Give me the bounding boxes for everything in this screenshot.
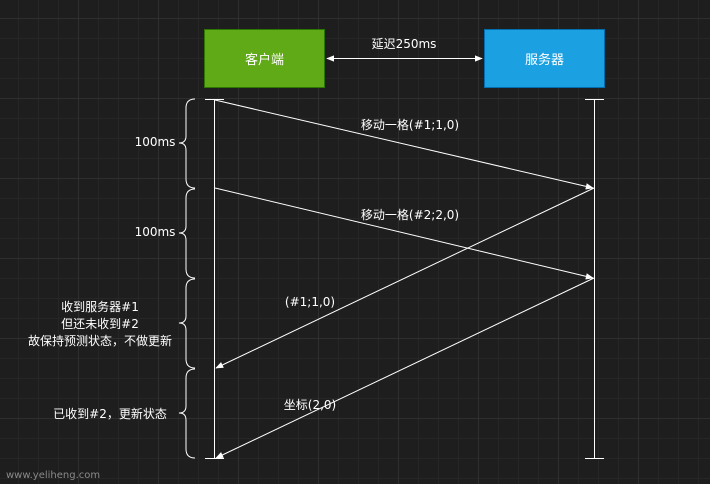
interval-label-1: 100ms xyxy=(134,135,176,149)
message-label-ack1: (#1;1,0) xyxy=(284,295,336,309)
brace-interval-1 xyxy=(178,98,196,189)
brace-interval-4 xyxy=(178,368,196,459)
watermark: www.yeliheng.com xyxy=(6,470,101,481)
interval-label-2: 100ms xyxy=(134,225,176,239)
client-lifeline xyxy=(205,99,224,459)
client-label: 客户端 xyxy=(244,53,284,68)
interval-3-line-2: 但还未收到#2 xyxy=(61,317,139,331)
interval-label-4: 已收到#2，更新状态 xyxy=(53,407,167,421)
client-participant-box: 客户端 xyxy=(204,29,325,88)
arrow-move1 xyxy=(214,99,594,190)
message-label-move1: 移动一格(#1;1,0) xyxy=(360,118,460,132)
interval-3-line-3: 故保持预测状态，不做更新 xyxy=(27,334,173,348)
brace-interval-2 xyxy=(178,188,196,279)
server-participant-box: 服务器 xyxy=(484,29,605,88)
brace-interval-3 xyxy=(178,278,196,369)
arrow-ack1 xyxy=(215,187,595,369)
arrow-move2 xyxy=(214,187,594,280)
server-label: 服务器 xyxy=(524,53,564,68)
message-label-ack2: 坐标(2,0) xyxy=(283,398,337,412)
interval-label-3: 收到服务器#1 但还未收到#2 故保持预测状态，不做更新 xyxy=(28,299,172,350)
latency-label: 延迟250ms xyxy=(371,37,437,51)
message-label-move2: 移动一格(#2;2,0) xyxy=(360,208,460,222)
interval-3-line-1: 收到服务器#1 xyxy=(61,300,139,314)
arrow-ack2 xyxy=(215,277,595,459)
server-lifeline xyxy=(585,99,604,459)
